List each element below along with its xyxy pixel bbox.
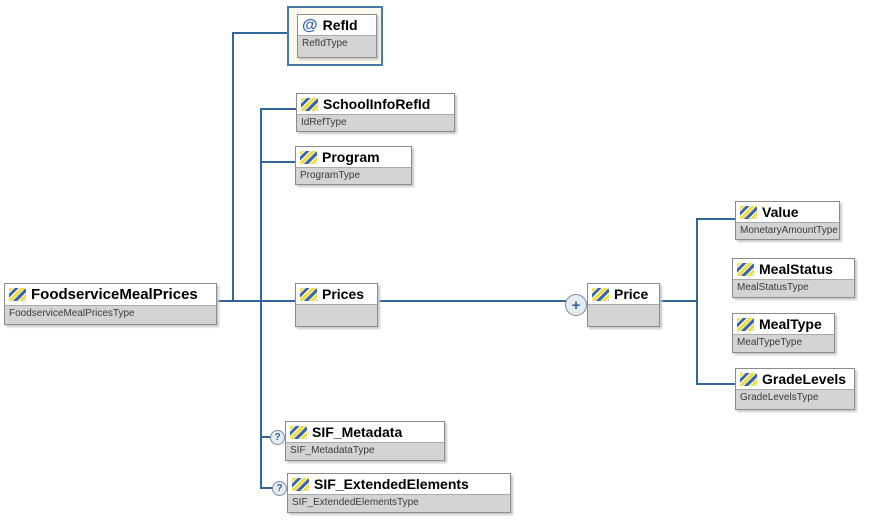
node-sif-metadata[interactable]: SIF_Metadata SIF_MetadataType bbox=[285, 421, 445, 461]
node-label: FoodserviceMealPrices bbox=[31, 286, 198, 303]
node-title: SchoolInfoRefId bbox=[297, 94, 454, 114]
connector-line bbox=[260, 300, 296, 302]
node-label: SchoolInfoRefId bbox=[323, 96, 431, 112]
connector-line bbox=[696, 383, 736, 385]
connector-line bbox=[260, 161, 296, 163]
node-title: @ RefId bbox=[298, 15, 376, 35]
node-label: GradeLevels bbox=[762, 371, 847, 387]
node-sif-extendedelements[interactable]: SIF_ExtendedElements SIF_ExtendedElement… bbox=[287, 473, 511, 513]
node-refid[interactable]: @ RefId RefIdType bbox=[297, 14, 377, 58]
element-icon bbox=[737, 262, 754, 276]
node-type: RefIdType bbox=[298, 35, 376, 57]
connector-line bbox=[660, 300, 698, 302]
node-price[interactable]: Price bbox=[587, 283, 660, 327]
node-title: MealStatus bbox=[733, 259, 854, 279]
expand-toggle[interactable]: + bbox=[565, 294, 587, 316]
node-label: SIF_ExtendedElements bbox=[314, 476, 469, 492]
attribute-icon: @ bbox=[302, 16, 318, 34]
node-title: Prices bbox=[296, 284, 377, 304]
connector-line bbox=[696, 218, 698, 385]
node-type: SIF_MetadataType bbox=[286, 442, 444, 460]
element-icon bbox=[300, 287, 317, 301]
element-icon bbox=[740, 205, 757, 219]
connector-line bbox=[217, 300, 262, 302]
node-schoolinforefid[interactable]: SchoolInfoRefId IdRefType bbox=[296, 93, 455, 132]
element-icon bbox=[592, 287, 609, 301]
node-label: Prices bbox=[322, 286, 365, 302]
question-icon: ? bbox=[276, 483, 283, 494]
element-icon bbox=[737, 317, 754, 331]
node-type: MealStatusType bbox=[733, 279, 854, 297]
node-foodservicemealprices[interactable]: FoodserviceMealPrices FoodserviceMealPri… bbox=[4, 283, 217, 325]
connector-line bbox=[232, 32, 234, 302]
node-label: RefId bbox=[322, 17, 358, 33]
connector-line bbox=[696, 218, 736, 220]
node-type: MealTypeType bbox=[733, 334, 834, 352]
element-icon bbox=[740, 372, 757, 386]
node-gradelevels[interactable]: GradeLevels GradeLevelsType bbox=[735, 368, 855, 410]
node-type: ProgramType bbox=[296, 167, 411, 184]
node-title: Price bbox=[588, 284, 659, 304]
node-title: Value bbox=[736, 202, 839, 222]
node-type: IdRefType bbox=[297, 114, 454, 131]
node-title: FoodserviceMealPrices bbox=[5, 284, 216, 305]
node-title: SIF_Metadata bbox=[286, 422, 444, 442]
element-icon bbox=[292, 477, 309, 491]
connector-line bbox=[260, 108, 296, 110]
element-icon bbox=[290, 425, 307, 439]
connector-line bbox=[260, 108, 262, 489]
connector-line bbox=[260, 487, 274, 489]
node-mealstatus[interactable]: MealStatus MealStatusType bbox=[732, 258, 855, 298]
node-title: GradeLevels bbox=[736, 369, 854, 389]
connector-line bbox=[378, 300, 566, 302]
node-type bbox=[296, 304, 377, 326]
node-type: FoodserviceMealPricesType bbox=[5, 305, 216, 324]
node-type bbox=[588, 304, 659, 326]
connector-line bbox=[260, 436, 272, 438]
node-value[interactable]: Value MonetaryAmountType bbox=[735, 201, 840, 240]
question-icon: ? bbox=[274, 432, 281, 443]
node-label: MealStatus bbox=[759, 261, 833, 277]
node-label: Value bbox=[762, 204, 799, 220]
node-label: Price bbox=[614, 286, 649, 302]
element-icon bbox=[9, 288, 26, 301]
plus-icon: + bbox=[571, 296, 581, 314]
node-program[interactable]: Program ProgramType bbox=[295, 146, 412, 185]
node-type: SIF_ExtendedElementsType bbox=[288, 494, 510, 512]
node-label: MealType bbox=[759, 316, 822, 332]
optional-indicator: ? bbox=[272, 481, 287, 496]
connector-line bbox=[232, 32, 289, 34]
node-prices[interactable]: Prices bbox=[295, 283, 378, 327]
element-icon bbox=[300, 150, 317, 164]
node-label: Program bbox=[322, 149, 380, 165]
element-icon bbox=[301, 97, 318, 111]
node-label: SIF_Metadata bbox=[312, 424, 403, 440]
optional-indicator: ? bbox=[270, 430, 285, 445]
node-type: GradeLevelsType bbox=[736, 389, 854, 409]
node-type: MonetaryAmountType bbox=[736, 222, 839, 239]
node-mealtype[interactable]: MealType MealTypeType bbox=[732, 313, 835, 353]
node-title: SIF_ExtendedElements bbox=[288, 474, 510, 494]
node-title: MealType bbox=[733, 314, 834, 334]
node-title: Program bbox=[296, 147, 411, 167]
